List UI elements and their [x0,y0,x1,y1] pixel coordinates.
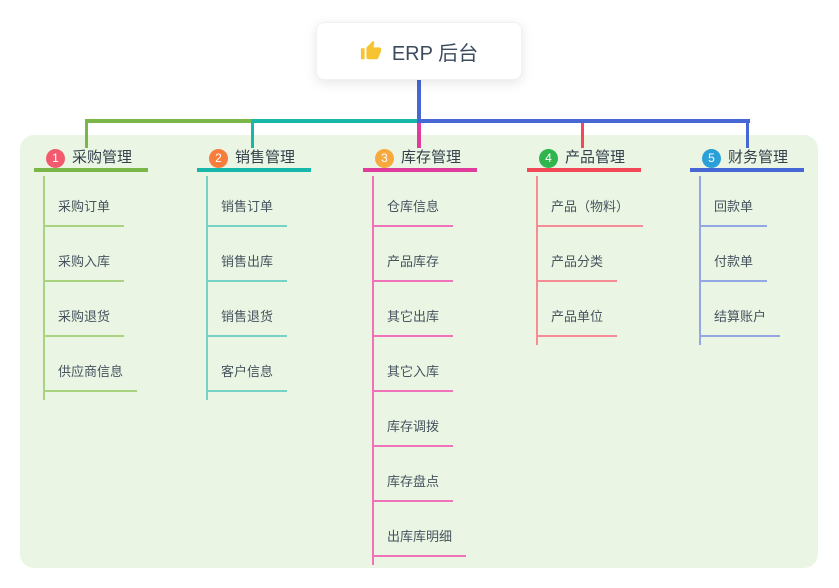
branch-3-inventory: 3 库存管理 仓库信息 产品库存 其它出库 其它入库 库存调拨 库存盘点 出库库… [363,145,477,565]
branch-number-badge: 2 [209,149,228,168]
node-item[interactable]: 付款单 [699,227,804,282]
node-item[interactable]: 采购订单 [43,172,148,227]
branch-spine [372,176,374,565]
child-label: 采购入库 [43,251,125,282]
child-label: 客户信息 [206,361,288,392]
child-label: 销售退货 [206,306,288,337]
child-label: 付款单 [699,251,768,282]
branch-spine [699,176,701,345]
node-item[interactable]: 产品单位 [536,282,641,337]
child-label: 采购退货 [43,306,125,337]
child-label: 产品库存 [372,251,454,282]
child-label: 采购订单 [43,196,125,227]
child-label: 产品分类 [536,251,618,282]
root-node[interactable]: ERP 后台 [316,22,522,80]
branch-label: 库存管理 [401,149,462,166]
connector-bus-segment-blue [417,119,750,123]
node-item[interactable]: 出库库明细 [372,502,477,557]
child-label: 产品（物料） [536,196,644,227]
child-label: 其它入库 [372,361,454,392]
node-item[interactable]: 仓库信息 [372,172,477,227]
child-label: 库存盘点 [372,471,454,502]
branch-header-product[interactable]: 4 产品管理 [527,145,641,172]
branch-spine [43,176,45,400]
branch-header-purchase[interactable]: 1 采购管理 [34,145,148,172]
child-label: 库存调拨 [372,416,454,447]
thumbs-up-icon [360,40,381,60]
root-label: ERP 后台 [391,42,479,65]
child-label: 出库库明细 [372,526,467,557]
branch-header-finance[interactable]: 5 财务管理 [690,145,804,172]
child-label: 回款单 [699,196,768,227]
node-item[interactable]: 采购退货 [43,282,148,337]
connector-drop-inventory [417,123,421,148]
branch-header-inventory[interactable]: 3 库存管理 [363,145,477,172]
node-item[interactable]: 客户信息 [206,337,311,392]
branch-spine [206,176,208,400]
node-item[interactable]: 销售退货 [206,282,311,337]
child-label: 产品单位 [536,306,618,337]
branch-label: 产品管理 [565,149,626,166]
branch-1-purchase: 1 采购管理 采购订单 采购入库 采购退货 供应商信息 [34,145,148,400]
branch-number-badge: 4 [539,149,558,168]
node-item[interactable]: 采购入库 [43,227,148,282]
node-item[interactable]: 供应商信息 [43,337,148,392]
mindmap-panel [20,135,818,568]
branch-label: 采购管理 [72,149,133,166]
node-item[interactable]: 回款单 [699,172,804,227]
node-item[interactable]: 产品（物料） [536,172,644,227]
branch-5-finance: 5 财务管理 回款单 付款单 结算账户 [690,145,804,345]
connector-drop-sales [251,119,254,148]
child-label: 仓库信息 [372,196,454,227]
connector-drop-finance [746,119,749,148]
branch-2-sales: 2 销售管理 销售订单 销售出库 销售退货 客户信息 [197,145,311,400]
node-item[interactable]: 产品分类 [536,227,641,282]
branch-number-badge: 5 [702,149,721,168]
branch-number-badge: 3 [375,149,394,168]
node-item[interactable]: 结算账户 [699,282,804,337]
branch-label: 财务管理 [728,149,789,166]
branch-label: 销售管理 [235,149,296,166]
connector-bus-segment-green [87,119,252,123]
node-item[interactable]: 其它入库 [372,337,477,392]
connector-stem [417,80,421,121]
branch-4-product: 4 产品管理 产品（物料） 产品分类 产品单位 [527,145,644,345]
node-item[interactable]: 库存盘点 [372,447,477,502]
child-label: 供应商信息 [43,361,138,392]
node-item[interactable]: 产品库存 [372,227,477,282]
node-item[interactable]: 销售订单 [206,172,311,227]
connector-drop-product [581,123,584,148]
node-item[interactable]: 其它出库 [372,282,477,337]
node-item[interactable]: 库存调拨 [372,392,477,447]
branch-number-badge: 1 [46,149,65,168]
node-item[interactable]: 销售出库 [206,227,311,282]
child-label: 结算账户 [699,306,781,337]
child-label: 其它出库 [372,306,454,337]
connector-drop-purchase [85,119,88,148]
branch-spine [536,176,538,345]
connector-bus-segment-teal [252,119,419,123]
child-label: 销售订单 [206,196,288,227]
branch-header-sales[interactable]: 2 销售管理 [197,145,311,172]
child-label: 销售出库 [206,251,288,282]
